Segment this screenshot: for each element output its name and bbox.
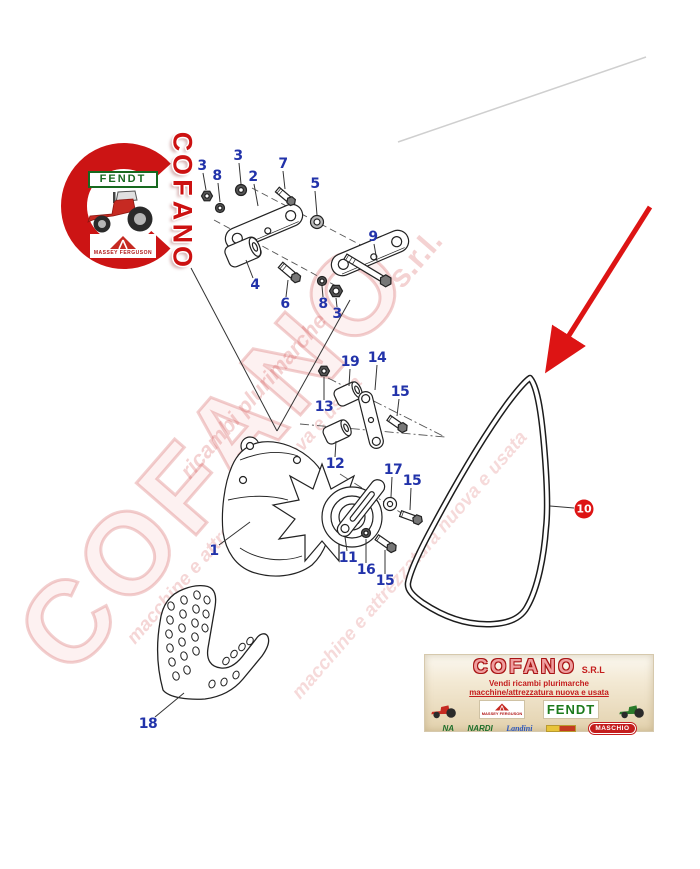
belt [404, 374, 551, 628]
maschio-badge: MASCHIO [588, 722, 637, 735]
fendt-logo-text: FENDT [99, 173, 147, 185]
dealer-banner: COFANO S.R.L Vendi ricambi plurimarche m… [424, 654, 654, 735]
callout-15b: 15 [402, 473, 422, 489]
callout-4: 4 [250, 277, 260, 293]
callout-1: 1 [209, 543, 219, 559]
callout-11: 11 [338, 550, 358, 566]
callout-3b: 3 [233, 148, 243, 164]
na-brand-text: NA [442, 724, 454, 733]
vertical-cofano-text: C O F A N O [168, 130, 203, 268]
callout-8a: 8 [212, 168, 222, 184]
callout-7: 7 [278, 156, 288, 172]
massey-ferguson-chip: MASSEY FERGUSON [479, 700, 525, 719]
callout-3c: 3 [332, 306, 342, 322]
fendt-chip-text: FENDT [546, 702, 596, 717]
vertical-letter: O [167, 245, 198, 267]
callout-16: 16 [356, 562, 376, 578]
banner-title: COFANO [473, 656, 577, 678]
banner-suffix: S.R.L [581, 665, 605, 675]
guard-bracket [156, 584, 270, 700]
callout-12: 12 [325, 456, 345, 472]
top-bracket-assembly [200, 183, 410, 298]
cofano-logo: FENDT MASSEY FERGUSON [56, 138, 192, 274]
leader-lines [154, 162, 575, 718]
red-tractor-icon [431, 704, 456, 718]
middle-link-assembly [317, 365, 408, 449]
brand-text-row: NA NARDI Landini MASCHIO [429, 722, 649, 735]
fendt-logo: FENDT [88, 171, 158, 188]
fendt-chip: FENDT [543, 700, 599, 719]
massey-chip-text: MASSEY FERGUSON [481, 711, 523, 716]
massey-ferguson-text: MASSEY FERGUSON [93, 250, 153, 256]
callout-6: 6 [280, 296, 290, 312]
landini-brand-text: Landini [506, 724, 533, 733]
triple-triangle-icon [495, 703, 509, 711]
nardi-brand-text: NARDI [467, 724, 493, 733]
callout-18: 18 [138, 716, 158, 732]
callout-9: 9 [368, 229, 378, 245]
callout-5: 5 [310, 176, 320, 192]
callout-15c: 15 [375, 573, 395, 589]
brand-logo-row: MASSEY FERGUSON FENDT [429, 699, 649, 720]
banner-line2: macchine/attrezzatura nuova e usata [469, 688, 609, 697]
callout-19: 19 [340, 354, 360, 370]
triple-triangle-icon [110, 236, 136, 249]
callout-13: 13 [314, 399, 334, 415]
callout-17: 17 [383, 462, 403, 478]
callout-3a: 3 [197, 158, 207, 174]
strap-assembly [336, 479, 423, 554]
banner-line1: Vendi ricambi plurimarche [488, 679, 590, 688]
callout-15a: 15 [390, 384, 410, 400]
green-tractor-icon [619, 704, 644, 718]
callout-14: 14 [367, 350, 387, 366]
tractor-image [87, 190, 153, 233]
brand-logo-strip [545, 725, 576, 732]
pointer-lines [190, 267, 351, 432]
callout-8b: 8 [318, 296, 328, 312]
callout-2: 2 [248, 169, 258, 185]
callout-10-badge: 10 [574, 499, 594, 519]
massey-ferguson-logo: MASSEY FERGUSON [90, 234, 156, 258]
red-arrow [544, 205, 653, 374]
